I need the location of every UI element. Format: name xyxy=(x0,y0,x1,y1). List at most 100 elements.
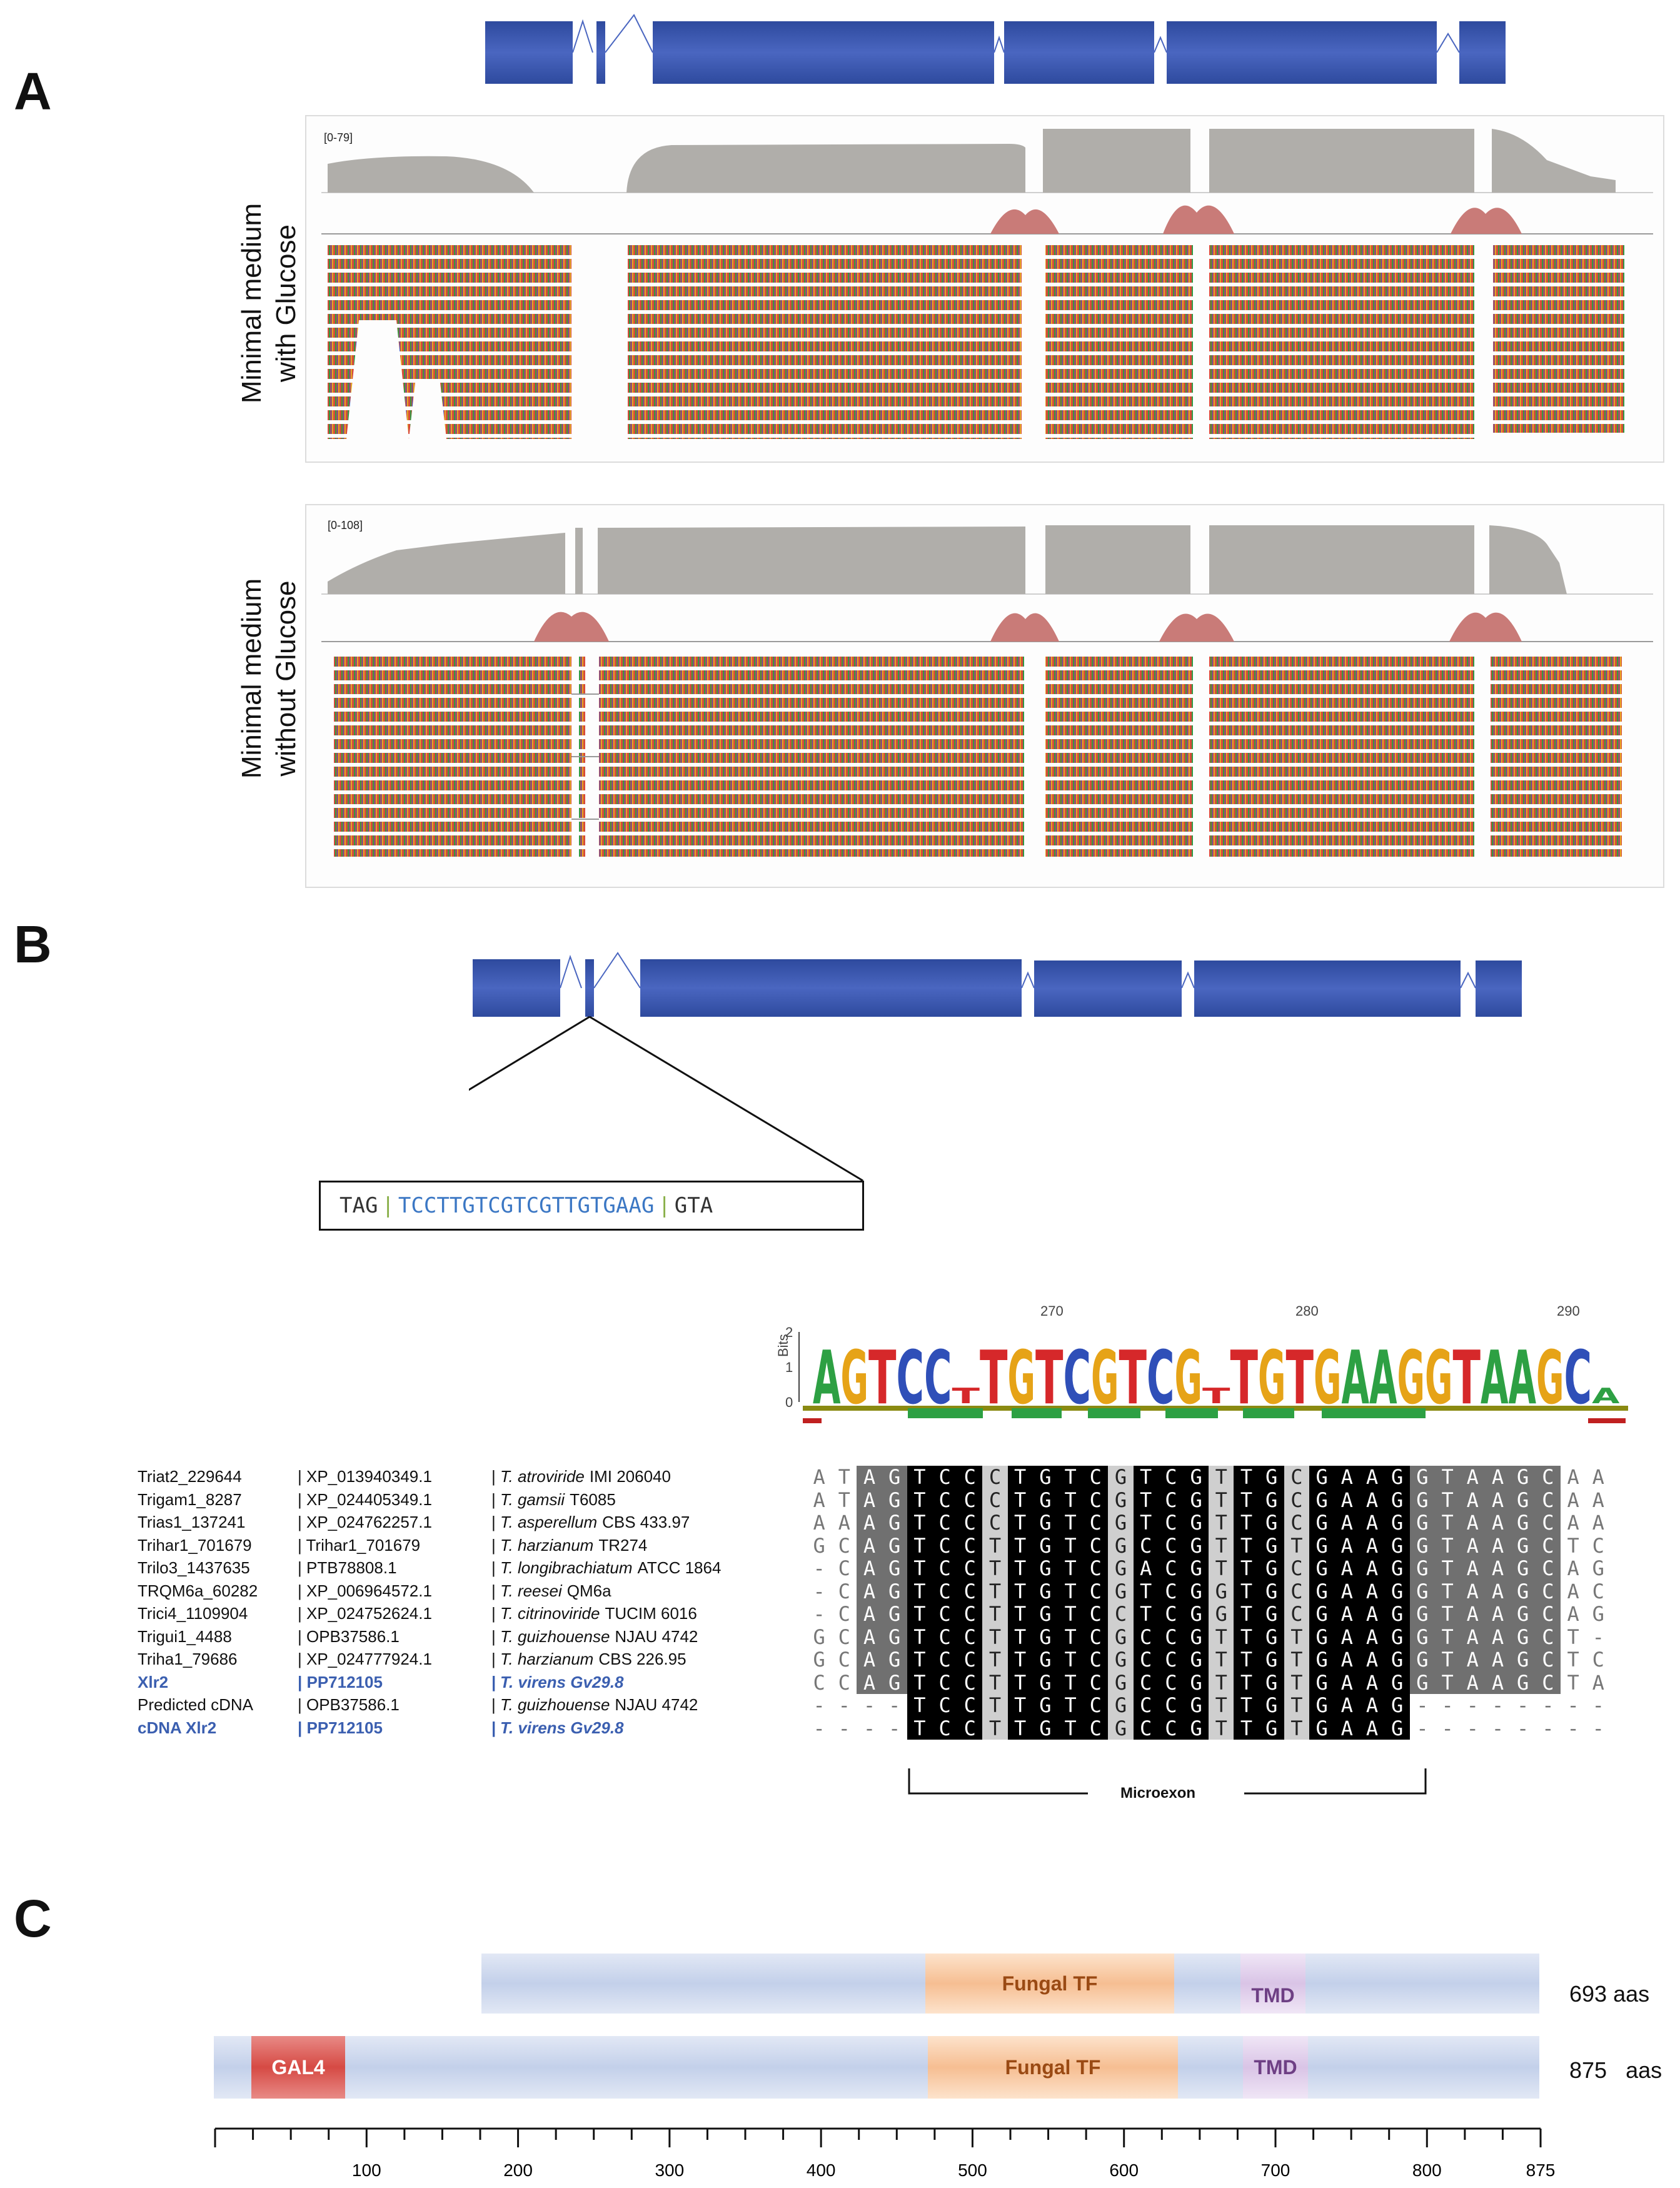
seq-right: GTA xyxy=(674,1193,713,1218)
alignment-residue: - xyxy=(838,1716,850,1740)
alignment-residue: G xyxy=(1384,1625,1410,1648)
alignment-residue: T xyxy=(1058,1717,1084,1740)
alignment-residue: T xyxy=(1435,1648,1461,1671)
alignment-residue: C xyxy=(932,1580,958,1603)
seq-sep-2: | xyxy=(658,1193,671,1218)
coverage2-exon4 xyxy=(1045,525,1190,594)
alignment-residue: T xyxy=(1284,1694,1309,1717)
alignment-residue: - xyxy=(1491,1716,1504,1740)
alignment-row-species: T. virens Gv29.8 xyxy=(500,1718,624,1737)
alignment-residue: T xyxy=(907,1671,932,1694)
alignment-residue: A xyxy=(1567,1465,1579,1489)
alignment-residue: C xyxy=(1158,1511,1184,1535)
protein-875-gal4-label: GAL4 xyxy=(271,2055,325,2079)
alignment-residue: C xyxy=(932,1648,958,1671)
alignment-residue: C xyxy=(838,1556,850,1580)
alignment-residue: A xyxy=(1592,1488,1604,1512)
alignment-residue: T xyxy=(1209,1488,1234,1511)
axis-label: 600 xyxy=(1109,2160,1139,2180)
alignment-residue: T xyxy=(1234,1557,1259,1580)
alignment-residue: T xyxy=(1234,1580,1259,1603)
alignment-residue: A xyxy=(1359,1534,1385,1557)
alignment-residue: C xyxy=(1133,1694,1159,1717)
alignment-residue: T xyxy=(1234,1603,1259,1626)
alignment-residue: G xyxy=(1510,1511,1536,1535)
alignment-row-accession: | OPB37586.1 xyxy=(298,1695,400,1714)
exon-b1 xyxy=(473,959,560,1017)
alignment-residue: T xyxy=(1234,1511,1259,1535)
alignment-residue: C xyxy=(932,1671,958,1694)
alignment-residue: - xyxy=(1592,1716,1604,1740)
alignment-residue: C xyxy=(1108,1603,1134,1626)
alignment-residue: G xyxy=(1309,1671,1335,1694)
alignment-residue: T xyxy=(1058,1671,1084,1694)
alignment-residue: C xyxy=(1284,1580,1309,1603)
alignment-residue: C xyxy=(1133,1648,1159,1671)
intron-4 xyxy=(1154,36,1167,53)
alignment-residue: A xyxy=(1334,1648,1360,1671)
alignment-residue: G xyxy=(882,1648,907,1671)
protein-693-tmd-label: TMD xyxy=(1251,1984,1295,2007)
alignment-residue: - xyxy=(863,1693,876,1717)
axis-label: 100 xyxy=(352,2160,381,2180)
alignment-residue: A xyxy=(1485,1488,1511,1511)
alignment-residue: A xyxy=(1334,1488,1360,1511)
alignment-residue: C xyxy=(1083,1625,1109,1648)
alignment-residue: A xyxy=(1485,1534,1511,1557)
alignment-residue: G xyxy=(1259,1488,1284,1511)
alignment-residue: G xyxy=(1259,1580,1284,1603)
alignment-residue: A xyxy=(1567,1579,1579,1603)
alignment-residue: G xyxy=(1409,1580,1435,1603)
alignment-residue: A xyxy=(1485,1671,1511,1694)
alignment-residue: T xyxy=(907,1717,932,1740)
alignment-residue: G xyxy=(1184,1557,1209,1580)
track2-side-label-line2: without Glucose xyxy=(271,580,301,777)
exon-b5 xyxy=(1194,960,1461,1017)
alignment-residue: T xyxy=(1209,1694,1234,1717)
alignment-residue: G xyxy=(1409,1603,1435,1626)
alignment-residue: A xyxy=(1567,1556,1579,1580)
alignment-residue: A xyxy=(1567,1511,1579,1535)
panel-b-letter: B xyxy=(14,915,52,974)
alignment-residue: G xyxy=(1032,1580,1058,1603)
alignment-row-species-bar: | xyxy=(491,1558,500,1577)
alignment-residue: T xyxy=(1435,1534,1461,1557)
alignment-residue: G xyxy=(1184,1694,1209,1717)
alignment-residue: T xyxy=(1133,1466,1159,1489)
alignment-row-strain: CBS 433.97 xyxy=(602,1513,690,1531)
alignment-residue: A xyxy=(1485,1511,1511,1535)
alignment-residue: T xyxy=(1058,1534,1084,1557)
alignment-residue: C xyxy=(1158,1534,1184,1557)
alignment-row-strain: IMI 206040 xyxy=(589,1467,671,1486)
alignment-residue: T xyxy=(907,1488,932,1511)
alignment-residue: A xyxy=(1334,1694,1360,1717)
protein-693-tmd: TMD xyxy=(1240,1954,1305,2014)
alignment-residue: A xyxy=(1334,1534,1360,1557)
alignment-residue: G xyxy=(882,1671,907,1694)
alignment-row-id: Trias1_137241 xyxy=(138,1513,246,1531)
alignment-residue: G xyxy=(1309,1625,1335,1648)
alignment-residue: T xyxy=(1209,1671,1234,1694)
alignment-residue: T xyxy=(1058,1625,1084,1648)
alignment-residue: A xyxy=(1359,1466,1385,1489)
alignment-residue: A xyxy=(1567,1602,1579,1626)
alignment-residue: A xyxy=(1133,1557,1159,1580)
alignment-residue: A xyxy=(1359,1717,1385,1740)
coverage-exon6 xyxy=(1492,129,1616,193)
coverage2-exon3 xyxy=(598,527,1025,594)
coverage2-exon1 xyxy=(328,533,565,594)
alignment-row-species-bar: | xyxy=(491,1513,500,1531)
alignment-residue: C xyxy=(932,1511,958,1535)
alignment-residue: T xyxy=(907,1648,932,1671)
alignment-residue: T xyxy=(907,1603,932,1626)
alignment-residue: T xyxy=(982,1648,1008,1671)
logo-ytick-1: 1 xyxy=(785,1359,793,1375)
alignment-row-id: cDNA Xlr2 xyxy=(138,1718,217,1737)
alignment-residue: G xyxy=(1384,1603,1410,1626)
alignment-residue: C xyxy=(1158,1648,1184,1671)
alignment-residue: C xyxy=(982,1511,1008,1535)
alignment-residue: G xyxy=(1309,1580,1335,1603)
alignment-residue: G xyxy=(1032,1671,1058,1694)
seq-sep-1: | xyxy=(381,1193,395,1218)
alignment-residue: T xyxy=(1007,1671,1033,1694)
